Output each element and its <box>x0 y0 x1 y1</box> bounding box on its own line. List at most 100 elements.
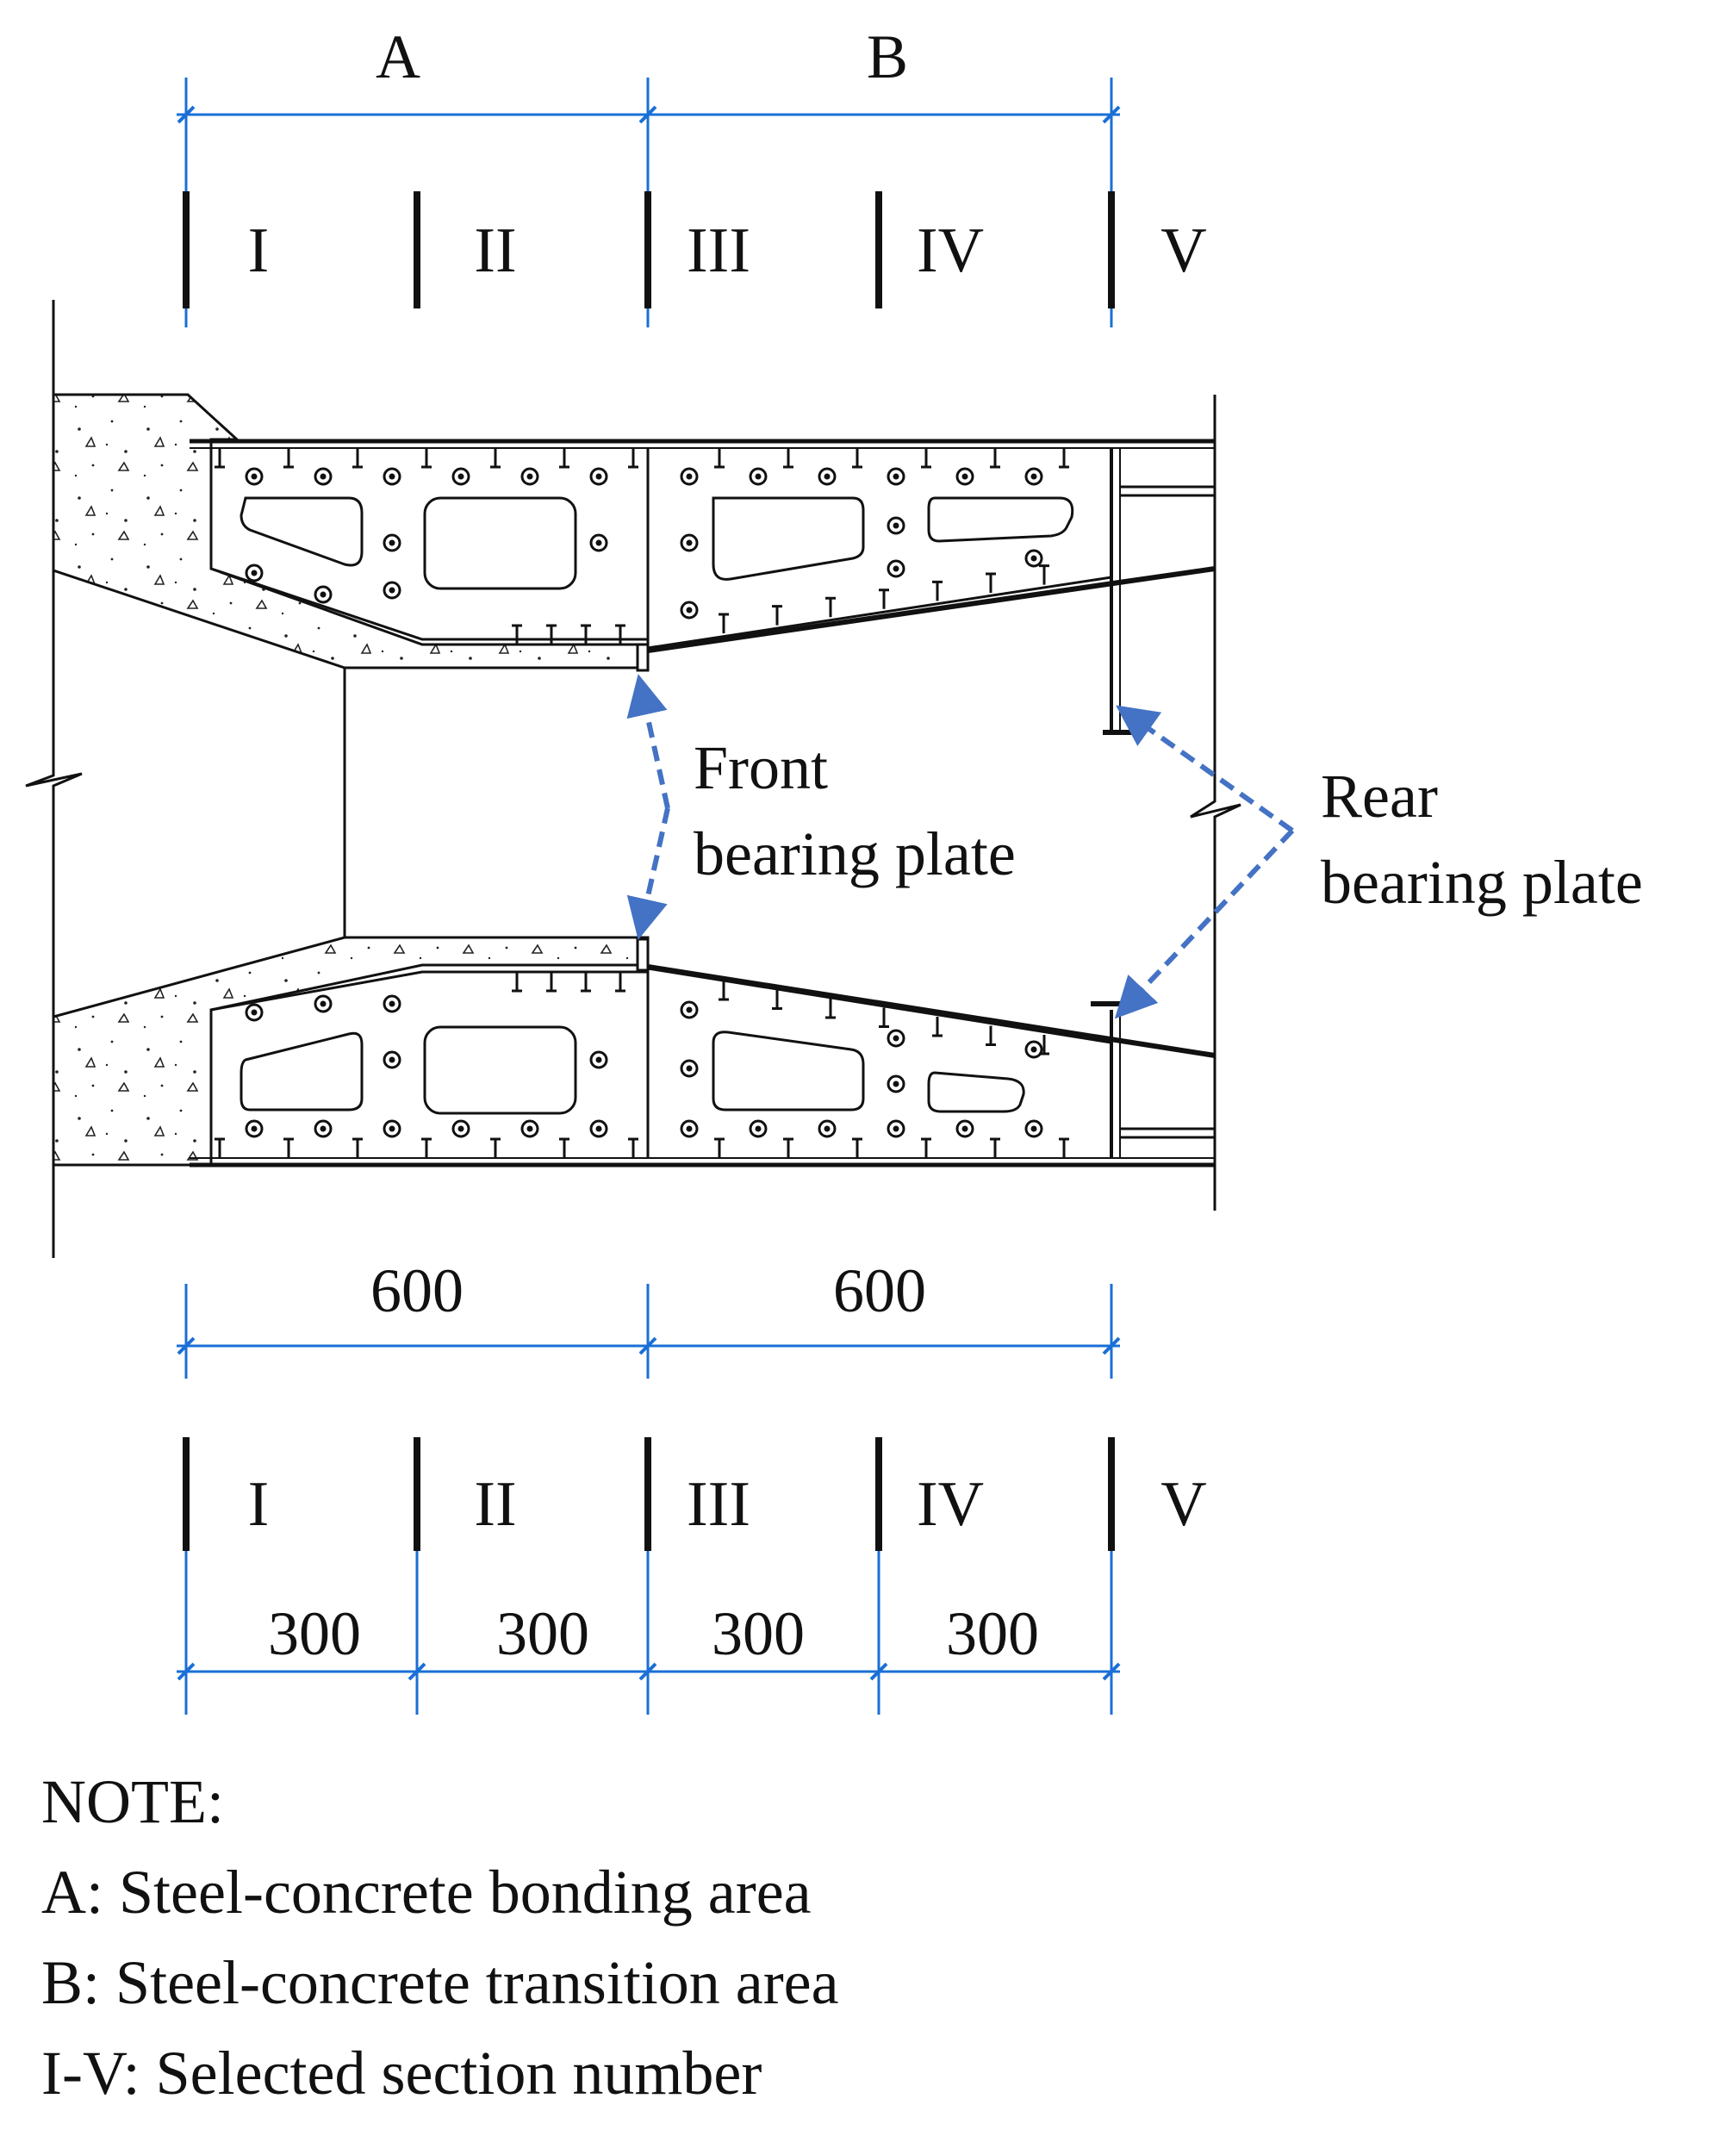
shear-stud <box>852 448 862 469</box>
shear-stud <box>581 972 591 993</box>
shear-stud <box>215 448 225 469</box>
bolt-center <box>824 1125 831 1132</box>
bolt-center <box>320 473 327 480</box>
bolt <box>887 467 905 486</box>
bolt-center <box>457 1125 464 1132</box>
section-label-top-4: IV <box>917 215 984 286</box>
bolt <box>680 1059 699 1078</box>
dimension-300-2: 300 <box>496 1599 589 1668</box>
bolt-center <box>686 473 693 480</box>
dimension-300-3: 300 <box>712 1599 805 1668</box>
shear-stud <box>986 572 996 593</box>
front-bearing-plate-label-line2: bearing plate <box>694 819 1016 888</box>
bolt-center <box>893 1080 899 1087</box>
bolt-center <box>389 1056 395 1063</box>
shear-stud <box>1059 448 1069 469</box>
bolt <box>680 1000 699 1019</box>
bolt <box>955 1119 974 1138</box>
shear-stud <box>879 588 889 609</box>
bolt-center <box>251 473 258 480</box>
section-label-top-5: V <box>1160 215 1206 286</box>
bolt-center <box>893 565 899 572</box>
bolt <box>314 467 333 486</box>
bolt-center <box>961 473 968 480</box>
section-label-bottom-3: III <box>687 1469 750 1540</box>
bolt <box>383 581 401 600</box>
bolt-center <box>893 522 899 529</box>
bolt <box>887 1119 905 1138</box>
bolt <box>887 1029 905 1048</box>
shear-stud <box>490 448 501 469</box>
front-bearing-plate-label-line1: Front <box>694 733 828 802</box>
shear-stud <box>932 580 943 601</box>
bolt <box>887 516 905 535</box>
bolt-center <box>686 1125 693 1132</box>
bolt <box>1024 467 1043 486</box>
front-bearing-plate-label: Front bearing plate <box>694 733 1016 888</box>
section-label-bottom-5: V <box>1160 1469 1206 1540</box>
shear-stud <box>719 981 729 1001</box>
section-label-top-3: III <box>687 215 750 286</box>
shear-stud <box>852 1137 862 1158</box>
section-markers-bottom <box>183 1437 1115 1551</box>
shear-stud <box>1039 564 1049 585</box>
shear-stud <box>1039 1035 1049 1056</box>
bolt-center <box>893 1035 899 1042</box>
bolt-center <box>1030 1125 1037 1132</box>
section-label-bottom-2: II <box>474 1469 516 1540</box>
bolt-center <box>320 1000 327 1007</box>
bolt <box>245 467 264 486</box>
shear-stud <box>825 596 836 618</box>
bolt-center <box>686 1065 693 1072</box>
section-label-bottom-4: IV <box>917 1469 984 1540</box>
bolt <box>451 1119 470 1138</box>
shear-stud <box>421 448 432 469</box>
bolt <box>680 467 699 486</box>
dimension-600 <box>177 1284 1121 1379</box>
bolt-center <box>457 473 464 480</box>
rear-bearing-plate-label-line1: Rear <box>1321 762 1438 831</box>
rear-bearing-plate-label: Rear bearing plate <box>1321 762 1643 917</box>
bolt <box>520 467 539 486</box>
note-line-sections: I-V: Selected section number <box>41 2039 762 2108</box>
section-markers-top <box>183 191 1115 308</box>
bolt <box>383 467 401 486</box>
bolt <box>589 533 608 552</box>
shear-stud <box>825 999 836 1019</box>
bolt-center <box>686 607 693 613</box>
shear-stud <box>783 1137 793 1158</box>
shear-stud <box>421 1137 432 1158</box>
bolt <box>887 559 905 578</box>
shear-stud <box>490 1137 501 1158</box>
bolt-center <box>893 1125 899 1132</box>
bolt-center <box>1030 555 1037 562</box>
shear-stud <box>1059 1137 1069 1158</box>
shear-stud <box>986 1025 996 1046</box>
bolt-center <box>824 473 831 480</box>
bolt <box>589 1119 608 1138</box>
section-label-top-2: II <box>474 215 516 286</box>
bolt <box>680 533 699 552</box>
shear-stud <box>546 972 557 993</box>
shear-stud <box>546 624 557 645</box>
dimension-300-4: 300 <box>946 1599 1039 1668</box>
shear-stud <box>628 448 638 469</box>
bolt <box>520 1119 539 1138</box>
bolt-center <box>320 591 327 598</box>
shear-stud <box>283 1137 294 1158</box>
bolt-center <box>526 473 533 480</box>
bolt-center <box>389 587 395 594</box>
bolt <box>1024 1119 1043 1138</box>
dimension-600-a: 600 <box>370 1256 464 1325</box>
bolt <box>818 1119 837 1138</box>
shear-stud <box>352 1137 363 1158</box>
note-title: NOTE: <box>41 1767 224 1836</box>
bolt <box>314 1119 333 1138</box>
bolt <box>589 467 608 486</box>
shear-stud <box>283 448 294 469</box>
shear-stud <box>990 448 1000 469</box>
shear-stud <box>559 448 569 469</box>
bolt-center <box>595 473 602 480</box>
bolt <box>383 1050 401 1069</box>
shear-stud <box>581 624 591 645</box>
